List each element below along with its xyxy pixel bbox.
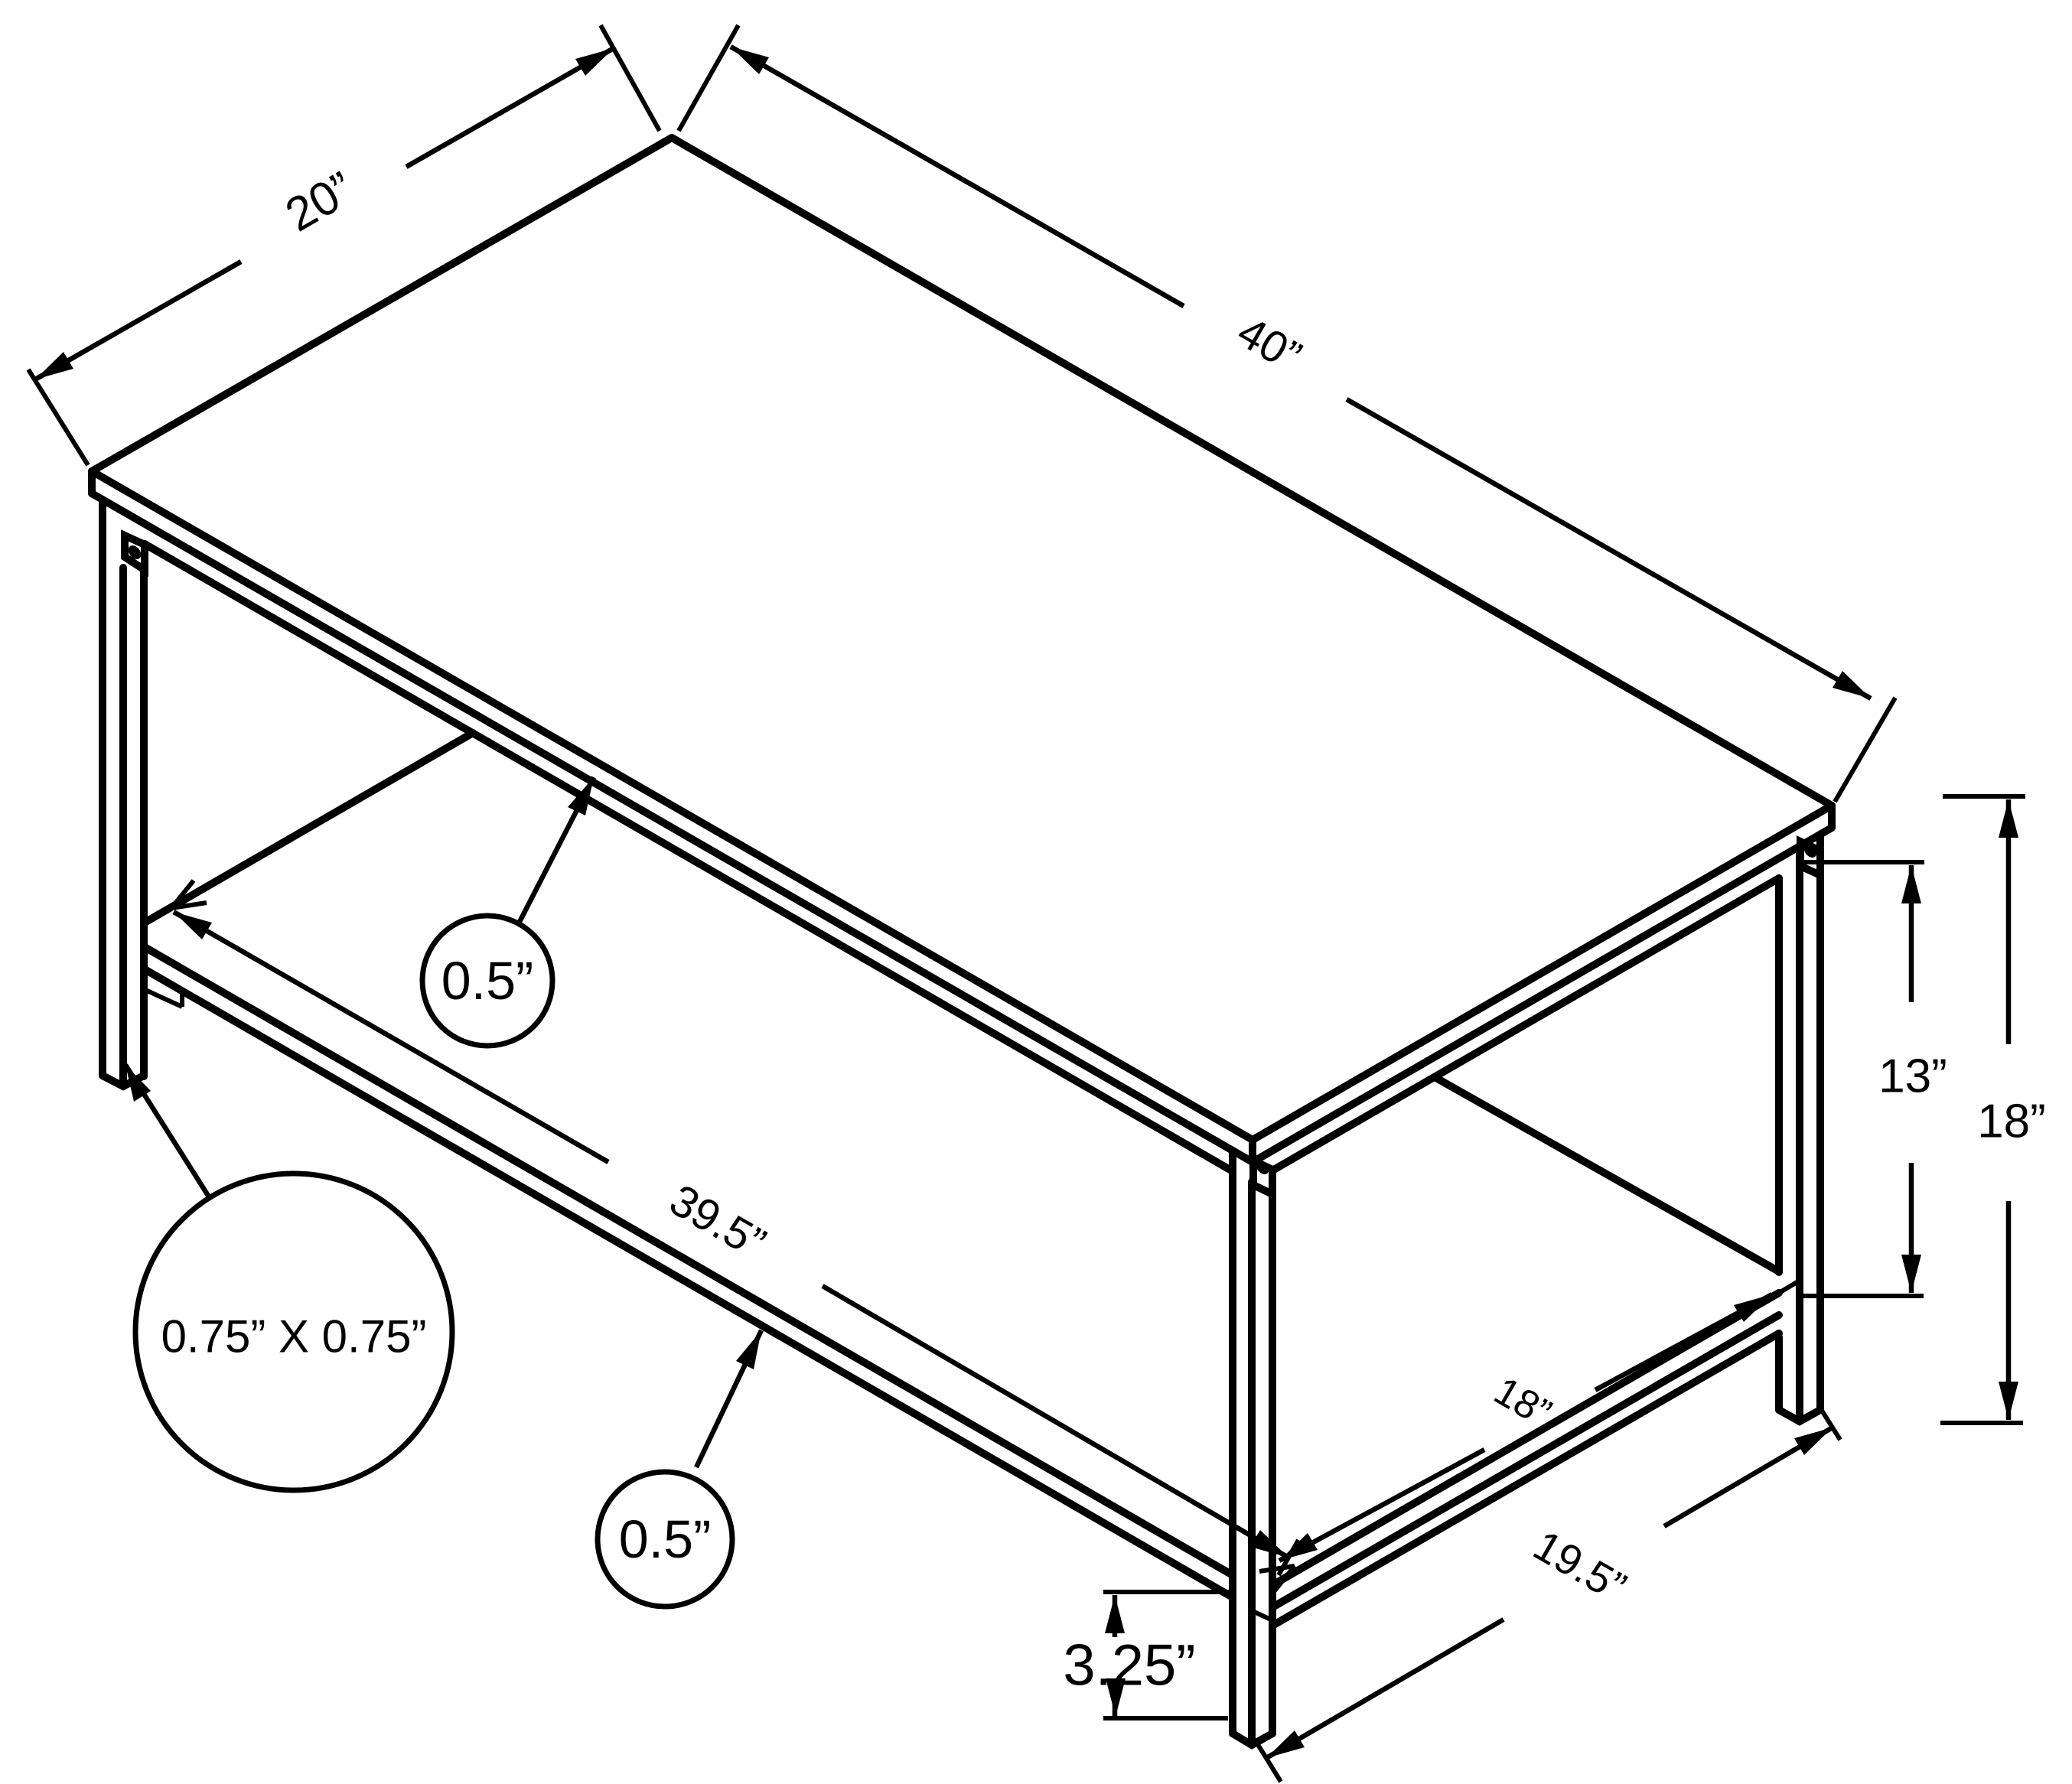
svg-text:0.75” X 0.75”: 0.75” X 0.75” — [161, 1311, 427, 1362]
svg-text:13”: 13” — [1878, 1050, 1947, 1103]
svg-text:0.5”: 0.5” — [619, 1509, 712, 1569]
svg-text:0.5”: 0.5” — [441, 951, 534, 1011]
svg-text:3.25”: 3.25” — [1063, 1633, 1195, 1698]
svg-text:18”: 18” — [1977, 1095, 2046, 1148]
